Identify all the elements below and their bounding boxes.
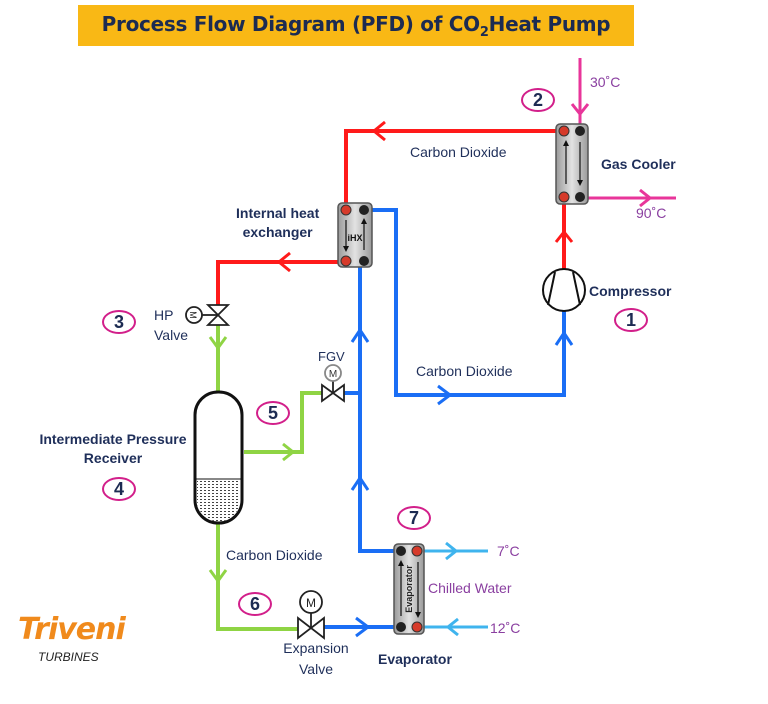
fgv-valve-icon	[321, 364, 345, 403]
state-point-4: 4	[102, 477, 136, 501]
arrow-up-icon	[350, 475, 370, 491]
receiver-to-fgv-line	[244, 391, 322, 454]
temp-chilled-out: 7˚C	[497, 543, 520, 559]
state-point-1: 1	[614, 308, 648, 332]
gas-cooler	[555, 123, 589, 205]
ihx-tag: iHX	[347, 233, 362, 243]
page-title: Process Flow Diagram (PFD) of CO2Heat Pu…	[101, 11, 611, 40]
evaporator-tag: Evaporator	[404, 565, 414, 613]
compressor-icon	[542, 268, 586, 312]
cold-arrowheads	[350, 327, 574, 638]
expansion-valve-icon	[297, 590, 325, 640]
state-point-7: 7	[397, 506, 431, 530]
gascooler-to-ihx-line	[344, 129, 556, 210]
liquid-arrowheads	[208, 336, 296, 584]
stream-label-top: Carbon Dioxide	[410, 144, 507, 160]
temp-chilled-in: 12˚C	[490, 620, 521, 636]
liquid-lines	[216, 325, 322, 631]
cold-co2-lines	[322, 208, 566, 629]
arrow-right-icon	[355, 616, 371, 638]
state-point-5: 5	[256, 401, 290, 425]
gas-cooler-label: Gas Cooler	[601, 156, 676, 172]
arrow-right-icon	[282, 442, 296, 462]
receiver-label: Intermediate Pressure Receiver	[39, 431, 187, 466]
arrow-left-icon	[445, 617, 459, 637]
arrow-right-icon	[639, 188, 653, 208]
receiver-to-expansion-line	[216, 523, 300, 631]
hot-arrowheads	[276, 120, 574, 273]
expansion-valve-label: Expansion Valve	[283, 640, 349, 677]
evaporator	[393, 543, 425, 635]
ihx-to-hpvalve-line	[216, 260, 340, 305]
evaporator-label: Evaporator	[378, 651, 452, 667]
arrow-down-icon	[208, 569, 228, 584]
arrow-down-icon	[570, 103, 590, 117]
hp-valve-icon	[185, 304, 231, 326]
stream-label-bottom: Carbon Dioxide	[226, 547, 323, 563]
internal-heat-exchanger	[337, 202, 373, 268]
motor-symbol: M	[306, 596, 316, 610]
title-banner: Process Flow Diagram (PFD) of CO2Heat Pu…	[78, 5, 634, 46]
ihx-label: Internal heat exchanger	[236, 205, 320, 240]
motor-symbol: M	[188, 311, 198, 319]
chilled-water-label: Chilled Water	[428, 580, 512, 596]
arrow-up-icon	[554, 330, 574, 346]
arrow-up-icon	[554, 229, 574, 243]
arrow-right-icon	[445, 541, 459, 561]
arrow-up-icon	[350, 327, 370, 343]
hp-valve-label: HP Valve	[154, 307, 188, 343]
triveni-logo: Triveni TURBINES	[18, 612, 126, 664]
arrow-down-icon	[208, 336, 228, 351]
compressor-label: Compressor	[589, 283, 672, 299]
state-point-3: 3	[102, 310, 136, 334]
motor-symbol: M	[329, 369, 337, 380]
arrow-right-icon	[437, 384, 453, 406]
arrow-left-icon	[276, 251, 291, 273]
arrow-left-icon	[371, 120, 386, 142]
state-point-2: 2	[521, 88, 555, 112]
temp-gas-cooler-in: 30˚C	[590, 74, 621, 90]
fgv-label: FGV	[318, 349, 345, 364]
logo-brand: Triveni	[18, 612, 126, 647]
intermediate-pressure-receiver	[193, 390, 244, 525]
evaporator-to-ihx-line	[358, 262, 396, 553]
hot-water-lines	[570, 58, 676, 208]
stream-label-middle: Carbon Dioxide	[416, 363, 513, 379]
temp-gas-cooler-out: 90˚C	[636, 205, 667, 221]
state-point-6: 6	[238, 592, 272, 616]
logo-sub: TURBINES	[38, 650, 99, 664]
ihx-to-compressor-line	[366, 208, 566, 397]
chilled-water-lines	[418, 541, 488, 637]
